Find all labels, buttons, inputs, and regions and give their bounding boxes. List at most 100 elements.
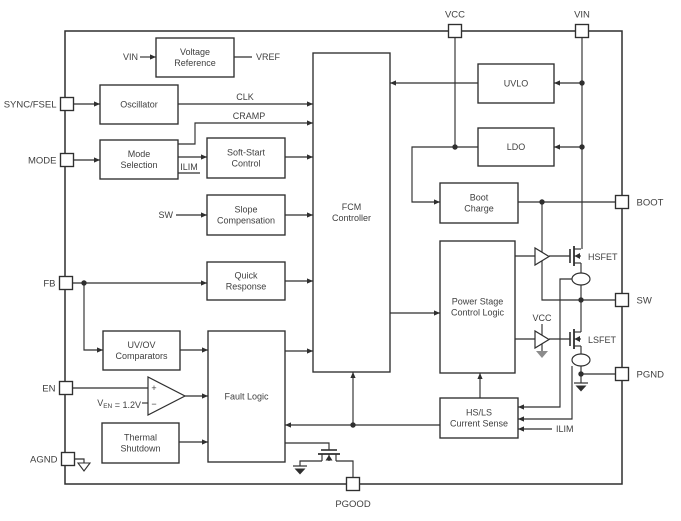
pin-mode	[59, 152, 75, 168]
block-voltage-reference-label: Reference	[174, 58, 216, 68]
wire-pgoodfet-source-to-ground	[299, 460, 322, 466]
wire-vin-to-uvlo-arrowhead	[554, 80, 560, 86]
label-cramp: CRAMP	[233, 111, 266, 121]
pin-sw	[614, 292, 630, 308]
wire-fcm-to-pscl-arrowhead	[434, 310, 440, 316]
block-hs-ls-current-sense	[439, 397, 519, 439]
pin-sync-fsel	[59, 96, 75, 112]
label-vcc-lsdriver: VCC	[532, 313, 552, 323]
wire-softstart-to-fcm-arrowhead	[307, 154, 313, 160]
wire-modeselection-to-softstart-arrowhead	[201, 154, 207, 160]
pin-boot-label: BOOT	[637, 197, 664, 208]
ls-current-sense-ellipse	[571, 353, 591, 367]
wire-thermal-to-faultlogic-arrowhead	[202, 439, 208, 445]
block-thermal-shutdown-label: Thermal	[124, 433, 157, 443]
block-slope-compensation-label: Compensation	[217, 216, 275, 226]
label-hsfet: HSFET	[588, 252, 618, 262]
block-voltage-reference-label: Voltage	[180, 47, 210, 57]
wire-cramp	[178, 122, 313, 145]
block-soft-start-control-label: Soft-Start	[227, 148, 266, 158]
wire-hs-sense-arrowhead	[518, 404, 524, 410]
junction-dot-2	[579, 80, 585, 86]
junction-dot-7	[350, 422, 356, 428]
block-mode-selection-label: Mode	[128, 149, 151, 159]
pin-sw-label: SW	[637, 295, 652, 306]
wire-slopecomp-to-fcm-arrowhead	[307, 212, 313, 218]
junction-dot-6	[578, 371, 584, 377]
wire-currentsense-to-pscl-arrowhead	[477, 373, 483, 379]
pgnd-ground-symbol-fill	[575, 385, 587, 392]
wire-syncfsel-to-oscillator-arrowhead	[94, 101, 100, 107]
block-thermal-shutdown-label: Shutdown	[120, 444, 160, 454]
wire-quickresponse-to-fcm-arrowhead	[307, 278, 313, 284]
label-comparator-plus: +	[151, 383, 156, 393]
block-slope-compensation	[206, 194, 286, 236]
block-uv-ov-comparators	[102, 330, 181, 371]
pgoodfet-ground-symbol-fill	[294, 468, 306, 475]
block-soft-start-control-label: Control	[231, 159, 260, 169]
wire-faultlogic-to-fcm-arrowhead	[307, 348, 313, 354]
block-oscillator-label: Oscillator	[120, 100, 158, 110]
wire-uvov-to-faultlogic-arrowhead	[202, 347, 208, 353]
block-ldo	[477, 127, 555, 167]
block-uv-ov-comparators-label: UV/OV	[127, 340, 155, 350]
block-mode-selection	[99, 139, 179, 180]
block-uvlo-label: UVLO	[504, 79, 529, 89]
label-vref: VREF	[256, 52, 281, 62]
wire-currentsense-to-faultlogic-arrowhead	[285, 422, 291, 428]
agnd-ground-symbol	[76, 462, 92, 472]
pin-pgood-label: PGOOD	[335, 499, 371, 510]
wire-fb-to-uvov	[83, 283, 103, 351]
block-power-stage-control-logic	[439, 240, 516, 374]
pin-boot	[614, 194, 630, 210]
wire-ls-sense	[518, 366, 573, 420]
hs-current-sense-ellipse	[571, 272, 591, 286]
junction-dot-1	[452, 144, 458, 150]
block-fcm-controller-label: Controller	[332, 213, 371, 223]
label-comparator-minus: −	[151, 399, 156, 409]
pin-vin-label: VIN	[574, 10, 590, 21]
pin-en-label: EN	[42, 383, 55, 394]
block-fcm-controller	[312, 52, 391, 373]
pin-vin	[574, 23, 590, 39]
wire-fb-to-quickresponse-arrowhead	[201, 280, 207, 286]
wire-currentsense-to-fcm-arrowhead	[350, 372, 356, 378]
wire-agnd-ground	[74, 458, 85, 463]
label-ilim-mode: ILIM	[180, 162, 198, 172]
pin-en	[58, 380, 74, 396]
block-voltage-reference	[155, 37, 235, 78]
block-boot-charge	[439, 182, 519, 224]
junction-dot-5	[578, 297, 584, 303]
wire-pgoodfet-drain-to-pgood	[336, 460, 354, 478]
pin-agnd	[60, 451, 76, 467]
hs-gate-driver	[534, 246, 551, 267]
pin-fb-label: FB	[43, 278, 55, 289]
block-quick-response	[206, 261, 286, 301]
block-thermal-shutdown	[101, 422, 180, 464]
block-fcm-controller-label: FCM	[342, 202, 362, 212]
junction-dot-0	[81, 280, 87, 286]
pin-pgood	[345, 476, 361, 492]
block-hs-ls-current-sense-label: HS/LS	[466, 408, 492, 418]
block-soft-start-control	[206, 137, 286, 179]
wire-cramp-arrowhead	[307, 120, 313, 126]
label-ilim-currentsense: ILIM	[556, 424, 574, 434]
wire-hs-sense	[518, 278, 572, 408]
block-oscillator	[99, 84, 179, 125]
block-quick-response-label: Response	[226, 282, 267, 292]
pin-agnd-label: AGND	[30, 454, 58, 465]
block-mode-selection-label: Selection	[120, 160, 157, 170]
block-power-stage-control-logic-label: Control Logic	[451, 308, 505, 318]
block-boot-charge-label: Boot	[470, 193, 489, 203]
label-vin-internal: VIN	[123, 52, 138, 62]
block-hs-ls-current-sense-label: Current Sense	[450, 419, 508, 429]
block-power-stage-control-logic-label: Power Stage	[452, 297, 504, 307]
pin-fb	[58, 275, 74, 291]
wire-uvlo-to-fcm-arrowhead	[390, 80, 396, 86]
lsfet-body-arrow	[574, 336, 580, 342]
block-boot-charge-label: Charge	[464, 204, 494, 214]
block-uv-ov-comparators-label: Comparators	[115, 351, 168, 361]
pin-mode-label: MODE	[28, 155, 57, 166]
wire-vin-to-vref-arrowhead	[150, 54, 156, 60]
